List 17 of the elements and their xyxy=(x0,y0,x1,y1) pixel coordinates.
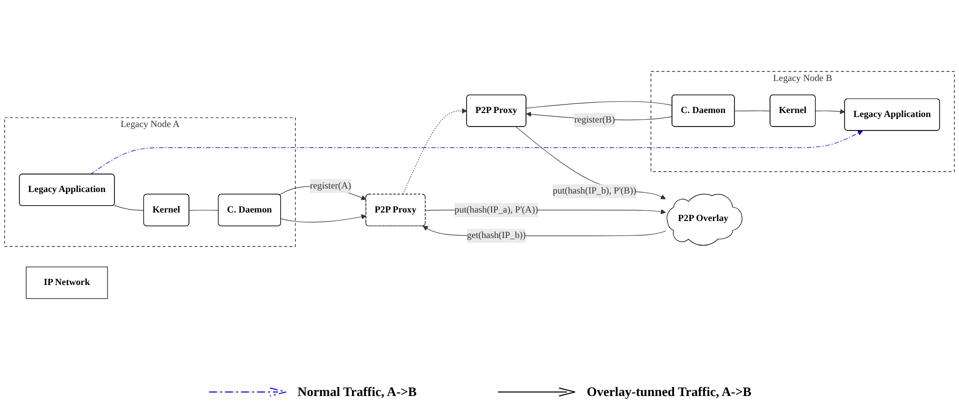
connector xyxy=(188,210,219,211)
edge-label: put(hash(IP_b), P'(B)) xyxy=(552,186,636,196)
arrow xyxy=(815,108,846,114)
connector xyxy=(526,101,673,108)
legend-text: Overlay-tunned Traffic, A->B xyxy=(586,384,752,400)
arrow xyxy=(90,130,863,175)
edge-label: register(B) xyxy=(574,114,615,125)
connector xyxy=(113,204,144,211)
edge-label: register(A) xyxy=(310,180,352,191)
edge-label: get(hash(IP_b)) xyxy=(466,230,526,241)
arrow xyxy=(280,214,366,222)
arrow xyxy=(516,126,666,200)
legend-text: Normal Traffic, A->B xyxy=(298,384,417,400)
node-box: IP Network xyxy=(26,266,108,299)
edge-label: put(hash(IP_a), P'(A)) xyxy=(454,204,538,215)
arrow xyxy=(402,108,468,195)
connector xyxy=(734,110,771,112)
